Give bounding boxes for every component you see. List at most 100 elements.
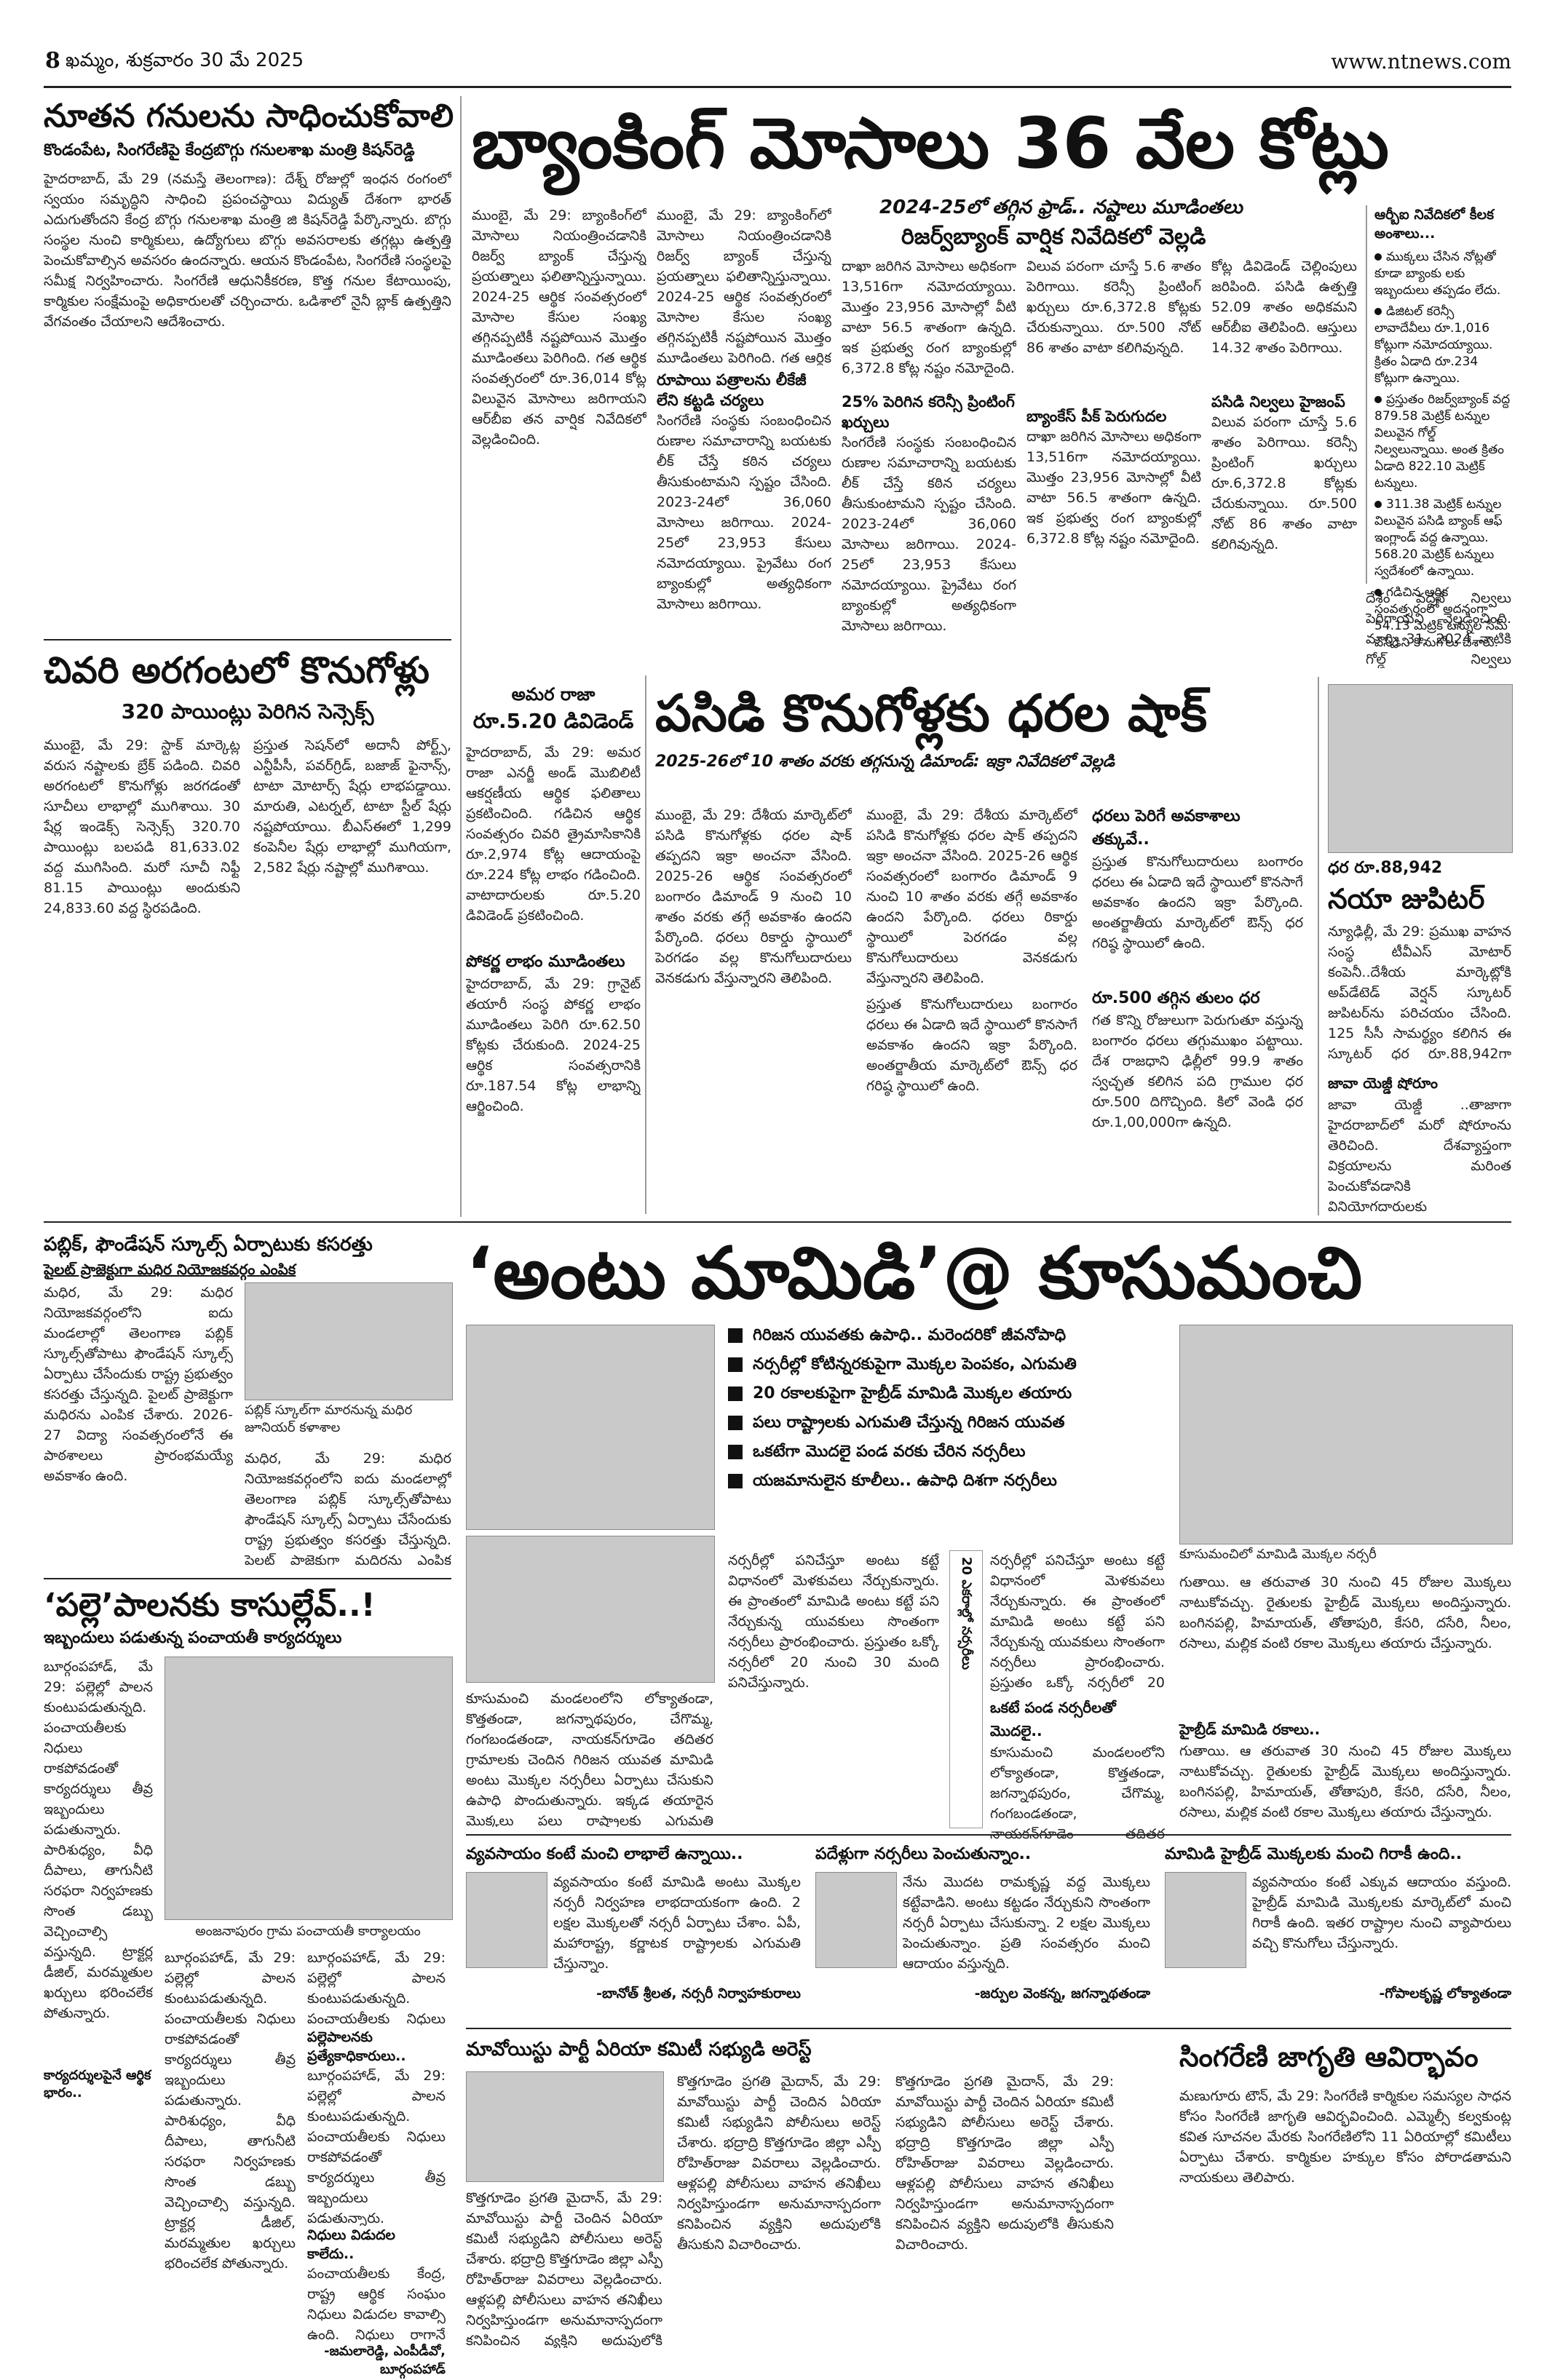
article-body-3: కొత్తగూడెం ప్రగతి మైదాన్‌, మే 29: మావోయి… [895, 2074, 1114, 2253]
portrait-photo [1165, 1872, 1246, 1968]
price-tag: ధర రూ.88,942 [1328, 859, 1443, 877]
article-body-2b: ప్రస్తుత కొనుగోలుదారులు బంగారం ధరలు ఈ ఏడ… [866, 996, 1077, 1094]
article-body: హైదరాబాద్‌, మే 29 (నమస్తే తెలంగాణ): దేశ్… [44, 171, 451, 330]
article-body-1: కూసుమంచి మండలంలోని లోక్యాతండా, కొత్తతండా… [466, 1691, 713, 1827]
divider [466, 1834, 1511, 1836]
article-body-2: బూర్గంపహాడ్‌, మే 29: పల్లెల్లో పాలన కుంట… [165, 1950, 296, 2272]
panchayat-left-subs: కార్యదర్శులపైనే ఆర్థిక భారం.. [44, 2067, 160, 2111]
arrest-photo [466, 2071, 664, 2182]
highlights-list: గిరిజన యువతకు ఉపాధి.. మరెందరికో జీవనోపాధ… [728, 1325, 1165, 1499]
article-body: న్యూఢిల్లీ, మే 29: ప్రముఖ వాహన సంస్థ టీవ… [1328, 924, 1511, 1067]
highlight-item: గిరిజన యువతకు ఉపాధి.. మరెందరికో జీవనోపాధ… [728, 1325, 1165, 1346]
story-gold-demand: పసిడి కొనుగోళ్లకు ధరల షాక్‌ 2025-26లో 10… [655, 677, 1310, 1215]
sidebar-list: ముక్కలు చేసిన నోట్లతో కూడా బ్యాంకు లకు ఇ… [1374, 249, 1511, 651]
quote-signature: -బానోత్‌ శ్రీలత, నర్సరీ నిర్వాహకురాలు [596, 1986, 801, 2002]
sidebar-item-text: గడిచిన ఆర్థిక సంవత్సరంలో అదనంగా 54.13 మె… [1374, 585, 1508, 650]
article-body: ముంబై, మే 29: స్టాక్‌ మార్కెట్ల వరుస నష్… [44, 737, 240, 916]
article-body-col3: దాఖా జరిగిన మోసాలు అధికంగా 13,516గా నమోద… [842, 258, 1016, 376]
headline: నూతన గనులను సాధించుకోవాలి [44, 98, 454, 135]
photo-caption: పబ్లిక్‌ స్కూల్‌గా మారనున్న మధిర జూనియర్… [245, 1403, 413, 1435]
school-photo [245, 1282, 453, 1400]
sidebar-item: 311.38 మెట్రిక్‌ టన్నుల విలువైన పసిడి బ్… [1374, 496, 1511, 580]
divider [44, 639, 451, 640]
page-number: 8 [45, 48, 60, 74]
article-body-3: బూర్గంపహాడ్‌, మే 29: పల్లెల్లో పాలన కుంట… [307, 1950, 446, 2027]
subhead: 320 పాయింట్లు పెరిగిన సెన్సెక్స్‌ [121, 699, 374, 723]
column-2: ముంబై, మే 29: దేశీయ మార్కెట్‌లో పసిడి కొ… [866, 805, 1077, 1213]
highlight-text: యజమానులైన కూలీలు.. ఉపాధి దిశగా నర్సరీలు [753, 1472, 1057, 1490]
sidebar-item-text: ముక్కలు చేసిన నోట్లతో కూడా బ్యాంకు లకు ఇ… [1374, 250, 1501, 298]
highlight-text: ఒకటేగా మొదలై పండ వరకు చేరిన నర్సరీలు [753, 1443, 1026, 1461]
bullet-icon [728, 1328, 743, 1343]
article-body-3b: బూర్గంపహాడ్‌, మే 29: పల్లెల్లో పాలన కుంట… [307, 2068, 446, 2226]
article-body-col4: విలువ పరంగా చూస్తే 5.6 శాతం పెరిగాయి. కర… [1026, 258, 1201, 356]
bullet-icon [728, 1387, 743, 1401]
bullet-icon [728, 1416, 743, 1430]
quote-title: వ్యవసాయం కంటే మంచి లాభాలే ఉన్నాయి.. [466, 1845, 743, 1863]
highlight-item: 20 రకాలకుపైగా హైబ్రీడ్‌ మామిడి మొక్కల తయ… [728, 1383, 1165, 1405]
nursery-photo-right [1179, 1325, 1513, 1544]
section-title: పల్లెపాలనకు ప్రత్యేకాధికారులు.. [307, 2029, 406, 2064]
column-3: దాఖా జరిగిన మోసాలు అధికంగా 13,516గా నమోద… [842, 256, 1016, 664]
article-body-2: జావా యెజ్డీ ..తాజాగా హైదరాబాద్‌లో మరో షో… [1328, 1097, 1511, 1215]
article-body-2: ప్రస్తుత సెషన్‌లో అదానీ పోర్ట్స్‌, ఎన్టీ… [253, 737, 451, 876]
article-body-2a: ముంబై, మే 29: దేశీయ మార్కెట్‌లో పసిడి కొ… [866, 807, 1077, 986]
subhead: కొండంపేట, సింగరేణిపై కేంద్రబొగ్గు గనులశా… [44, 141, 415, 159]
quote-box-2: పదేళ్లుగా నర్సరీలు పెంచుతున్నాం.. నేను మ… [815, 1843, 1150, 2018]
portrait-photo [815, 1872, 897, 1968]
section-title: పసిడి నిల్వలు హైజంప్‌ [1211, 393, 1345, 410]
section-title: నిధులు విడుదల కాలేదు.. [307, 2227, 396, 2262]
sidebar-item: గడిచిన ఆర్థిక సంవత్సరంలో అదనంగా 54.13 మె… [1374, 584, 1511, 651]
highlight-text: పలు రాష్ట్రాలకు ఎగుమతి చేస్తున్న గిరిజన … [753, 1413, 1065, 1432]
story-sensex: చివరి అరగంటలో కొనుగోళ్లు 320 పాయింట్లు ప… [44, 645, 451, 1213]
kicker: 2025-26లో 10 శాతం వరకు తగ్గనున్న డిమాండ్… [655, 753, 1115, 771]
article-body-col1: ముంబై, మే 29: బ్యాంకింగ్‌లో మోసాలు నియంత… [472, 207, 646, 448]
column-5: కోట్ల డివిడెండ్‌ చెల్లింపులు జరిపింది. ప… [1211, 256, 1357, 664]
article-body-3c: పంచాయతీలకు కేంద్ర, రాష్ట్ర ఆర్థిక సంఘం న… [307, 2266, 446, 2343]
section-rule [44, 1221, 1511, 1223]
article-body-3: ప్రస్తుత కొనుగోలుదారులు బంగారం ధరలు ఈ ఏడ… [1092, 854, 1303, 951]
quote-body: వ్యవసాయం కంటే ఎక్కువ ఆదాయం వస్తుంది. హైబ… [1252, 1874, 1511, 1951]
portrait-photo [466, 1872, 547, 1968]
quote-box-3: మామిడి హైబ్రీడ్‌ మొక్కలకు మంచి గిరాకీ ఉం… [1165, 1843, 1511, 2018]
subhead: రూ.5.20 డివిడెండ్‌ [472, 709, 634, 733]
headline: ‘పల్లె’పాలనకు కాసుల్లేవ్‌..! [44, 1587, 376, 1624]
article-body-col2-top: ముంబై, మే 29: బ్యాంకింగ్‌లో మోసాలు నియంత… [657, 207, 831, 365]
signature: -జమలారెడ్డి, ఎంపీడీవో, బూర్గంపహాడ్‌ [324, 2344, 446, 2377]
section-title: రూ.500 తగ్గిన తులం ధర [1092, 989, 1260, 1007]
headline: సింగరేణి జాగృతి ఆవిర్భావం [1179, 2041, 1479, 2073]
bullet-icon [1374, 396, 1382, 403]
section-title: ధరలు పెరిగే అవకాశాలు తక్కువే.. [1092, 807, 1241, 849]
story-panchayat-funds: ‘పల్లె’పాలనకు కాసుల్లేవ్‌..! ఇబ్బందులు ప… [44, 1584, 453, 2348]
highlight-text: నర్సరీల్లో కోటిన్నరకుపైగా మొక్కల పెంపకం,… [753, 1355, 1077, 1373]
column-3: ధరలు పెరిగే అవకాశాలు తక్కువే.. ప్రస్తుత … [1092, 805, 1303, 1213]
section-title: బ్యాంకేస్‌ పీక్‌ పెరుగుదల [1026, 408, 1167, 425]
story-banking-frauds: బ్యాంకింగ్‌ మోసాలు 36 వేల కోట్లు 2024-25… [472, 96, 1511, 671]
section-title: ఒకటే పండ నర్సరీలతో మొదలై.. [990, 1699, 1116, 1740]
column-5: గుతాయి. ఆ తరువాత 30 నుంచి 45 రోజుల మొక్క… [1179, 1572, 1511, 1827]
subhead: ఇబ్బందులు పడుతున్న పంచాయతీ కార్యదర్శులు [44, 1629, 342, 1647]
bullet-icon [1374, 501, 1382, 508]
panchayat-columns: బూర్గంపహాడ్‌, మే 29: పల్లెల్లో పాలన కుంట… [165, 1948, 922, 2377]
box-label: 20 ఎకరాల్లో నర్సరీలు [959, 1557, 974, 1670]
article-body-col3b: సింగరేణి సంస్థకు సంబంధించిన రుణాల సమాచార… [842, 435, 1016, 634]
headline: బ్యాంకింగ్‌ మోసాలు 36 వేల కోట్లు [472, 103, 1389, 184]
article-body-col5: కోట్ల డివిడెండ్‌ చెల్లింపులు జరిపింది. ప… [1211, 258, 1357, 356]
section-title: పోకర్ణ లాభం మూడింతలు [466, 953, 625, 971]
column-divider [460, 96, 462, 1217]
article-body-2: నర్సరీల్లో పనిచేస్తూ అంటు కట్టే విధానంలో… [728, 1552, 939, 1691]
quote-body: వ్యవసాయం కంటే మామిడి అంటు మొక్కల నర్సరీ … [553, 1874, 801, 1972]
article-body-col2: సింగరేణి సంస్థకు సంబంధించిన రుణాల సమాచార… [657, 413, 831, 612]
page-header: 8 ఖమ్మం, శుక్రవారం 30 మే 2025 www.ntnews… [0, 0, 1555, 74]
sidebar-title: ఆర్బీఐ నివేదికలో కీలక అంశాలు... [1374, 207, 1495, 242]
sidebar-item-text: ప్రస్తుతం రిజర్వ్‌బ్యాంక్‌ వద్ద 879.58 మ… [1374, 392, 1511, 491]
article-body-3b: గత కొన్ని రోజులుగా పెరుగుతూ వస్తున్న బంగ… [1092, 1012, 1303, 1130]
highlight-item: పలు రాష్ట్రాలకు ఎగుమతి చేస్తున్న గిరిజన … [728, 1412, 1165, 1434]
section-title: కార్యదర్శులపైనే ఆర్థిక భారం.. [44, 2068, 151, 2101]
nursery-photo-bottom [466, 1536, 715, 1683]
article-body: కొత్తగూడెం ప్రగతి మైదాన్‌, మే 29: మావోయి… [466, 2190, 662, 2348]
story-amara-raja: అమర రాజా రూ.5.20 డివిడెండ్‌ హైదరాబాద్‌, … [466, 684, 641, 1215]
column-divider [645, 675, 646, 1214]
article-body-5b: గుతాయి. ఆ తరువాత 30 నుంచి 45 రోజుల మొక్క… [1179, 1743, 1511, 1820]
headline: పబ్లిక్‌, ఫౌండేషన్‌ స్కూల్స్‌ ఏర్పాటుకు … [44, 1234, 373, 1256]
